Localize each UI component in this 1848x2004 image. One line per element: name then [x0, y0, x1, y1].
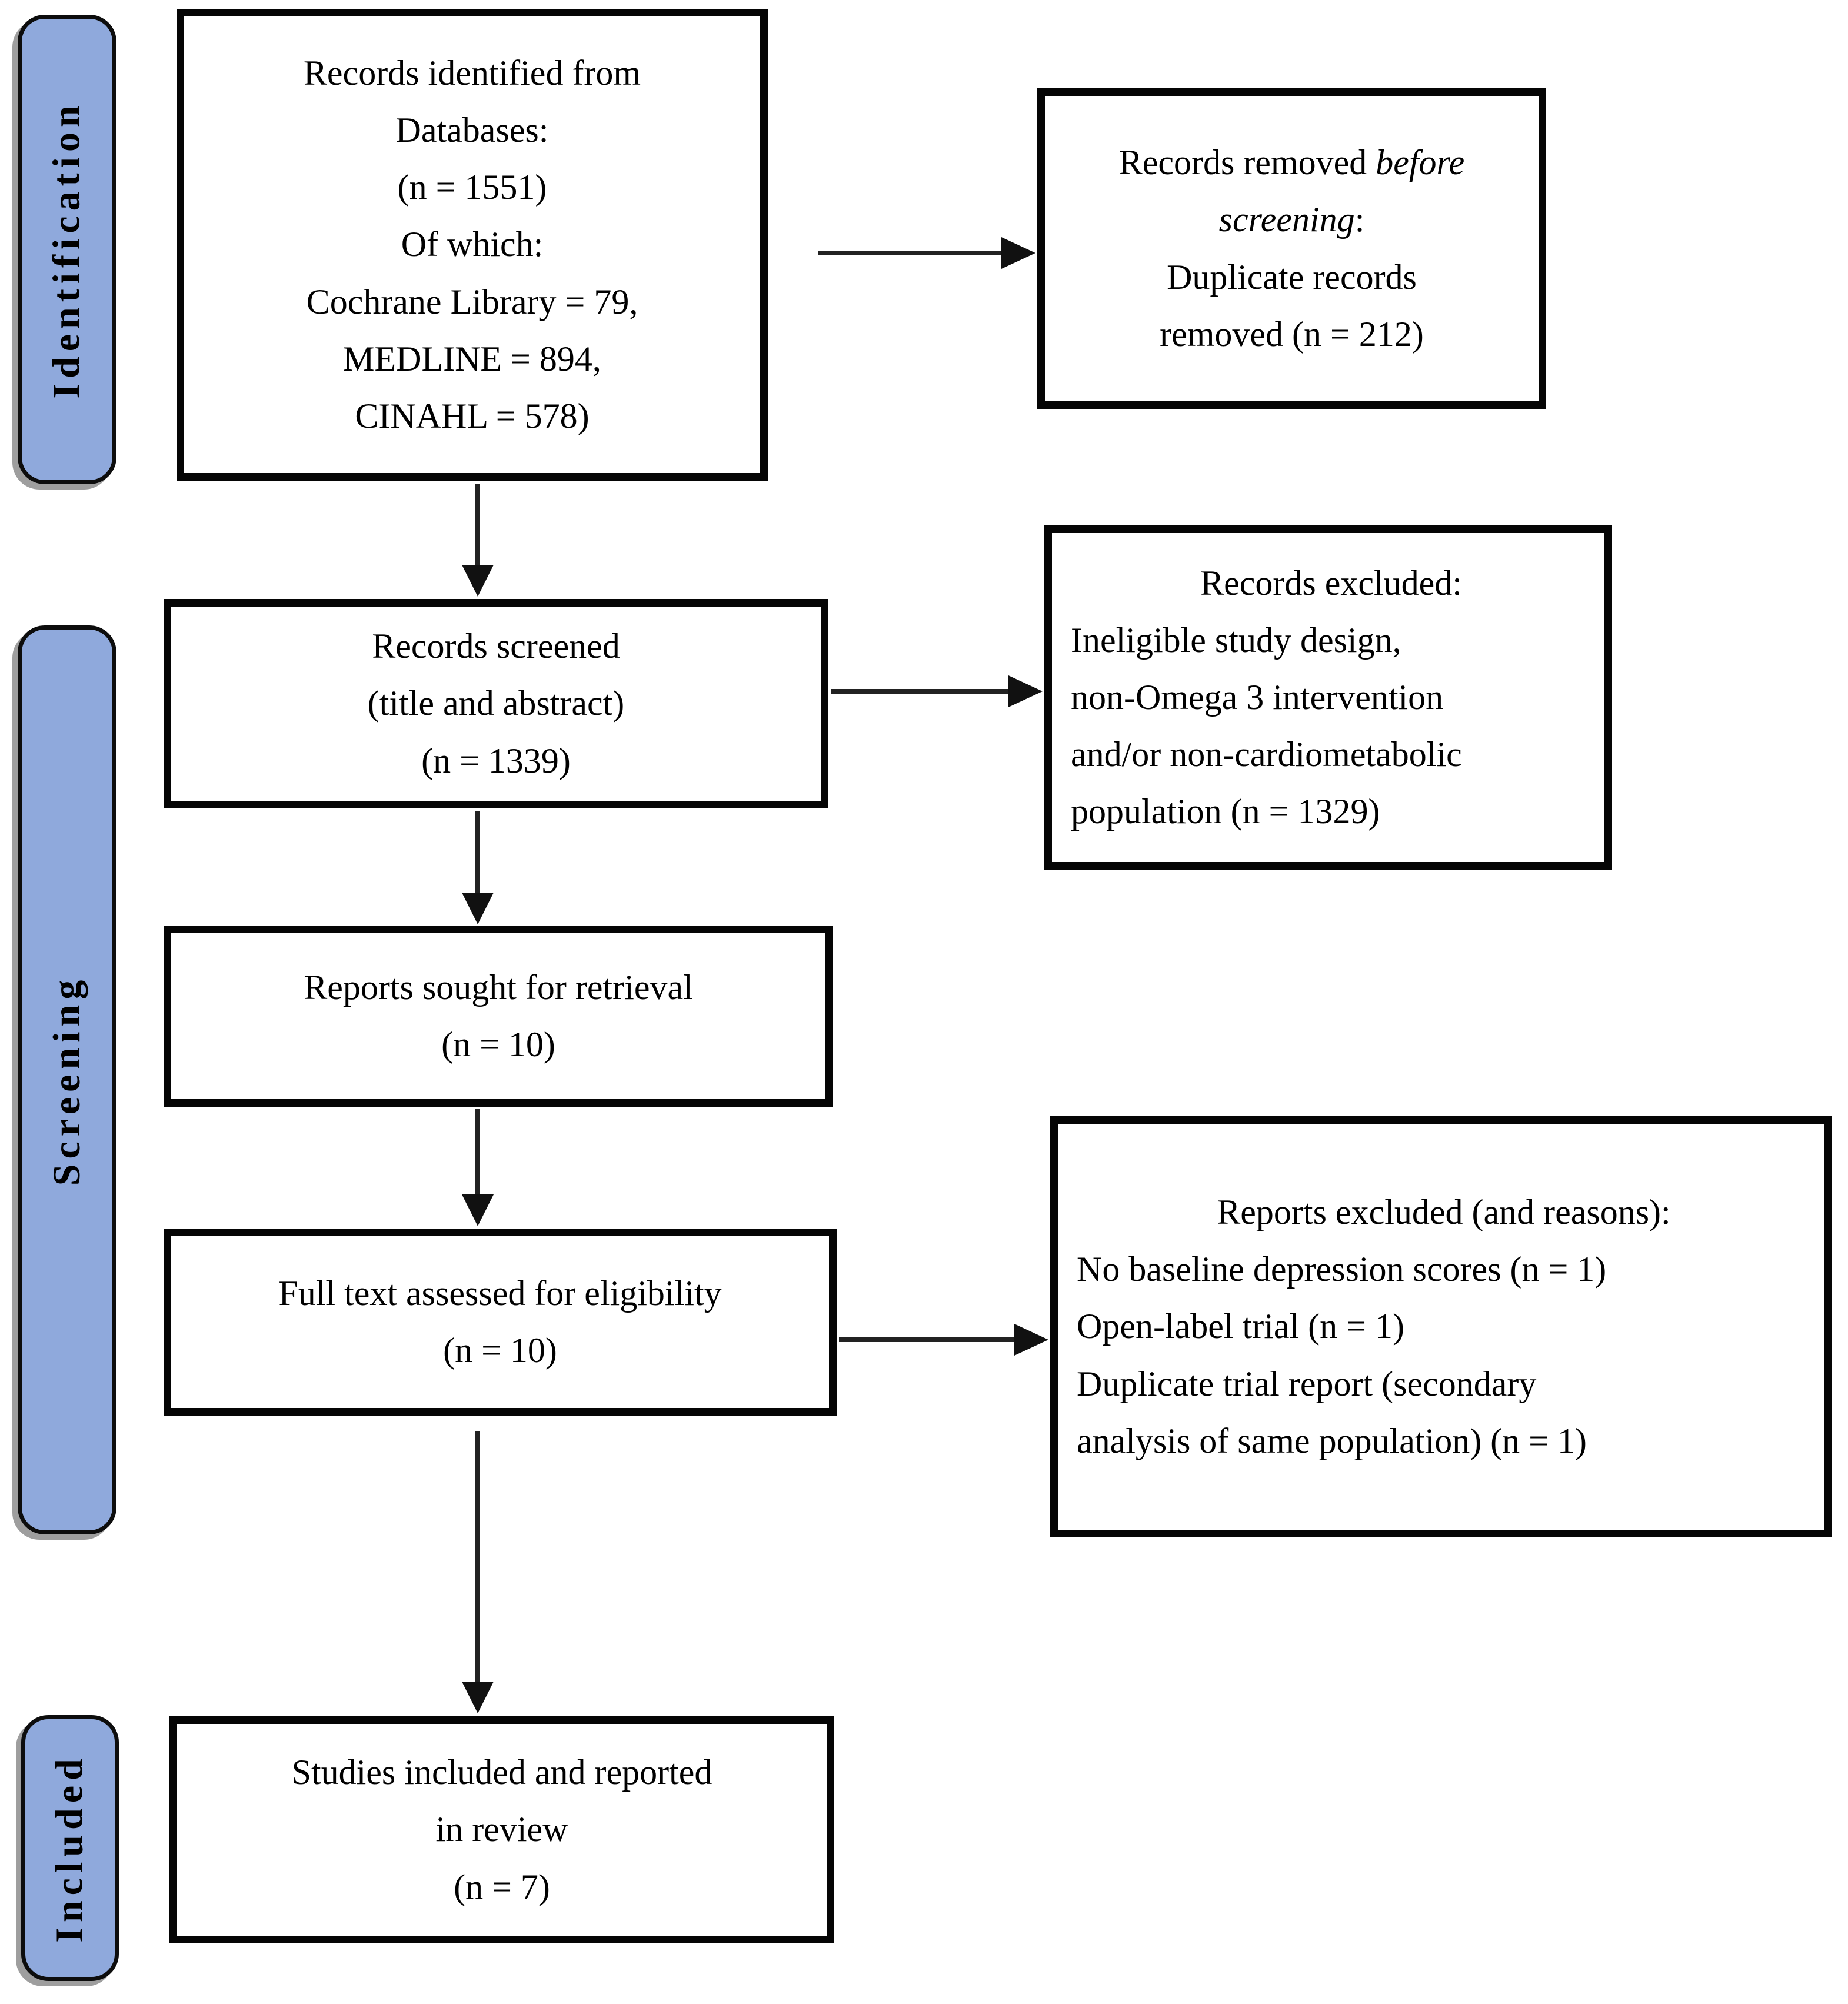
flow-box-records-excluded: Records excluded: Ineligible study desig… [1044, 525, 1612, 870]
text-line: Duplicate records [1167, 257, 1417, 297]
stage-label-screening: Screening [18, 625, 116, 1534]
text-line: Records excluded: [1200, 563, 1462, 602]
text-line: Duplicate trial report (secondary [1077, 1364, 1537, 1403]
text-line: non-Omega 3 intervention [1071, 677, 1444, 717]
arrow-right-icon [1001, 237, 1035, 269]
text-line: (n = 7) [454, 1867, 550, 1906]
text-run-italic: screening [1218, 200, 1355, 239]
arrow-screened-to-sought-line [475, 811, 480, 894]
text-line: screening: [1219, 191, 1365, 248]
text-line: Of which: [401, 225, 544, 264]
text-line: Reports excluded (and reasons): [1217, 1193, 1671, 1232]
flow-box-full-text-assessed: Full text assessed for eligibility (n = … [164, 1229, 837, 1416]
text-line: (n = 10) [441, 1025, 555, 1064]
arrow-down-icon [462, 1194, 494, 1226]
text-line: analysis of same population) (n = 1) [1077, 1421, 1587, 1460]
text-line: MEDLINE = 894, [343, 339, 601, 378]
arrow-identified-to-removed-line [818, 251, 1003, 255]
arrow-sought-to-fulltext-line [475, 1109, 480, 1196]
text-line: Reports sought for retrieval [304, 967, 693, 1007]
text-line: Studies included and reported [291, 1753, 712, 1792]
text-line: (n = 1551) [397, 168, 547, 207]
text-line: Cochrane Library = 79, [306, 282, 638, 321]
text-run: : [1354, 200, 1365, 239]
arrow-down-icon [462, 565, 494, 597]
flow-box-records-screened: Records screened (title and abstract) (n… [164, 599, 828, 808]
text-run-italic: before [1376, 143, 1465, 182]
stage-label-included: Included [21, 1715, 119, 1981]
arrow-down-icon [462, 1682, 494, 1713]
text-line: Databases: [395, 111, 549, 150]
text-line: No baseline depression scores (n = 1) [1077, 1250, 1607, 1289]
arrow-fulltext-to-included-line [475, 1431, 480, 1683]
text-line: removed (n = 212) [1160, 314, 1424, 354]
flow-box-reports-excluded: Reports excluded (and reasons): No basel… [1050, 1116, 1832, 1537]
text-line: (title and abstract) [367, 684, 625, 723]
text-line: CINAHL = 578) [355, 396, 590, 435]
text-line: in review [435, 1810, 568, 1849]
flow-box-studies-included: Studies included and reported in review … [169, 1716, 834, 1943]
text-line: Ineligible study design, [1071, 620, 1401, 660]
arrow-right-icon [1014, 1324, 1048, 1356]
arrow-right-icon [1008, 675, 1043, 707]
text-line: (n = 1339) [421, 741, 571, 780]
text-line: Records screened [372, 627, 620, 666]
stage-label-identification: Identification [18, 15, 116, 484]
text-line: (n = 10) [443, 1331, 557, 1370]
stage-label-identification-text: Identification [45, 100, 88, 399]
stage-label-screening-text: Screening [45, 974, 89, 1186]
flow-box-reports-sought: Reports sought for retrieval (n = 10) [164, 926, 833, 1107]
arrow-fulltext-to-reports-excluded-line [839, 1337, 1015, 1342]
text-line: Records identified from [303, 53, 641, 92]
text-run: Records removed [1118, 143, 1376, 182]
flow-box-records-removed-before-screening: Records removed before screening: Duplic… [1037, 88, 1546, 409]
text-line: Open-label trial (n = 1) [1077, 1307, 1404, 1346]
arrow-identified-to-screened-line [475, 484, 480, 567]
text-line: Records removed before [1119, 134, 1465, 191]
stage-label-included-text: Included [48, 1753, 91, 1943]
arrow-screened-to-excluded-line [831, 689, 1008, 694]
text-line: and/or non-cardiometabolic [1071, 735, 1462, 774]
arrow-down-icon [462, 893, 494, 924]
text-line: population (n = 1329) [1071, 792, 1380, 831]
text-line: Full text assessed for eligibility [278, 1273, 722, 1313]
flow-box-records-identified: Records identified from Databases: (n = … [177, 9, 768, 481]
